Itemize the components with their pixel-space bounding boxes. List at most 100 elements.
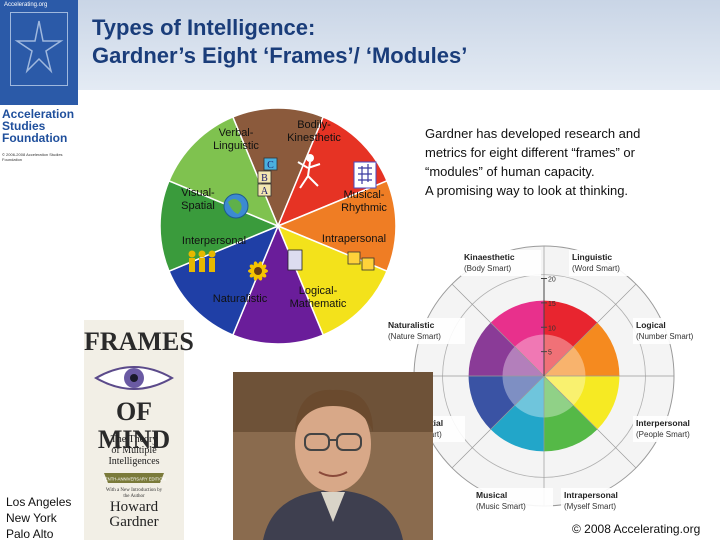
target-label-sub: (Word Smart)	[572, 264, 620, 273]
block-letter: B	[261, 173, 268, 184]
description-line: A promising way to look at thinking.	[425, 183, 629, 198]
wheel-label-line: Spatial	[181, 200, 215, 212]
target-label-name: Musical	[476, 490, 507, 500]
edition-banner: TENTH-ANNIVERSARY EDITION	[102, 473, 166, 483]
org-name: Acceleration Studies Foundation	[2, 107, 75, 145]
target-label-sub: (Music Smart)	[476, 502, 526, 511]
dancer-icon	[297, 154, 321, 189]
wheel-label-line: Mathematic	[290, 298, 347, 310]
target-wedge	[490, 300, 544, 376]
eye-icon	[94, 366, 174, 390]
target-spoke	[543, 375, 637, 469]
wheel-label-line: Bodily-	[297, 119, 331, 131]
wheel-segment-label: Bodily-Kinesthetic	[287, 119, 341, 144]
target-label-sub: (People Smart)	[636, 430, 690, 439]
wheel-label-line: Verbal-	[219, 127, 254, 139]
target-spoke	[451, 375, 545, 469]
wheel-segment	[276, 224, 388, 336]
wheel-segment	[276, 179, 397, 273]
description-line: metrics for eight different “frames” or	[425, 145, 635, 160]
wheel-segment-label: Musical-Rhythmic	[341, 189, 387, 214]
target-wedge	[490, 376, 544, 452]
target-label-bg	[461, 250, 541, 276]
intelligence-wheel: Verbal-Linguistic Bodily-KinestheticMusic…	[159, 107, 397, 345]
book-title-line: FRAMES	[84, 327, 194, 356]
description: Gardner has developed research and metri…	[425, 124, 715, 200]
target-label-bg	[569, 250, 649, 276]
target-scale-label: 15	[548, 301, 556, 308]
target-label-name: Linguistic	[572, 252, 612, 262]
wheel-segment-label: Interpersonal	[182, 235, 246, 247]
wheel-segment-label: Visual-Spatial	[181, 187, 215, 212]
target-label-sub: (Nature Smart)	[388, 332, 441, 341]
target-label-name: Logical	[636, 320, 666, 330]
target-label-bg	[385, 318, 465, 344]
block-letter: A	[261, 186, 269, 197]
wheel-label-line: Naturalistic	[213, 293, 268, 305]
org-copyright: © 2006-2008 Acceleration Studies Foundat…	[2, 152, 63, 162]
page-title: Types of Intelligence: Gardner’s Eight ‘…	[92, 15, 468, 68]
wheel-segment-label: Naturalistic	[213, 293, 268, 305]
target-scale-label: 5	[548, 350, 552, 357]
foundation-logo	[10, 12, 68, 86]
description-line: Gardner has developed research and	[425, 126, 641, 141]
target-wedge	[468, 376, 544, 430]
target-wedge	[544, 300, 598, 376]
target-label-sub: (Body Smart)	[464, 264, 511, 273]
sidebar: Accelerating.org Acceleration Studies Fo…	[0, 0, 78, 540]
wheel-label-line: Logical-	[299, 285, 338, 297]
target-label-sub: (Number Smart)	[636, 332, 694, 341]
wheel-label-line: Rhythmic	[341, 202, 387, 214]
block	[263, 157, 278, 171]
target-label-name: Naturalistic	[388, 320, 435, 330]
wheel-label-line: Musical-	[344, 189, 385, 201]
block	[257, 170, 272, 184]
wheel-segment	[159, 179, 280, 273]
site-url: Accelerating.org	[4, 2, 48, 8]
globe-land-icon	[228, 199, 242, 214]
frames-of-mind-book-cover: FRAMES OF MIND The Theory of Multiple In…	[84, 320, 194, 540]
target-label-bg	[633, 318, 713, 344]
wheel-label-line: Linguistic	[213, 140, 259, 152]
book-subtitle: The Theory of Multiple Intelligences	[108, 434, 160, 467]
target-spoke	[543, 283, 637, 377]
gardner-photo	[233, 372, 433, 540]
book-author: Howard Gardner	[109, 499, 159, 530]
book-title-line: OF MIND	[97, 397, 171, 454]
wheel-segment	[168, 224, 280, 336]
calculator-icon	[287, 249, 303, 271]
wheel-segment	[231, 107, 325, 228]
wheel-segment	[168, 116, 280, 228]
sidebar-brand-panel: Accelerating.org	[0, 0, 78, 105]
sunflower-icon	[248, 261, 268, 281]
target-wedge	[544, 376, 598, 452]
target-scale-label: 20	[548, 277, 556, 284]
target-label-bg	[473, 488, 553, 514]
target-label-bg	[633, 416, 713, 442]
target-label-name: Intrapersonal	[564, 490, 618, 500]
wheel-label-line: Kinesthetic	[287, 132, 341, 144]
abc-blocks-icon: CBA	[257, 157, 278, 197]
wheel-segment	[276, 116, 388, 228]
wheel-segment-label: Intrapersonal	[322, 233, 386, 245]
wheel-segment-label: Verbal-Linguistic	[213, 127, 259, 152]
book-edition: TENTH-ANNIVERSARY EDITION	[102, 477, 165, 482]
target-label-name: Interpersonal	[636, 418, 690, 428]
office-locations: Los Angeles New York Palo Alto	[6, 495, 72, 541]
wheel-segment	[231, 224, 325, 345]
title-bar	[78, 0, 720, 90]
wheel-label-line: Interpersonal	[182, 235, 246, 247]
footer-copyright: © 2008 Accelerating.org	[572, 522, 701, 536]
star-logo-icon	[14, 20, 64, 74]
target-label-bg	[561, 488, 641, 514]
target-wedge	[544, 376, 620, 430]
target-spoke	[451, 283, 545, 377]
block	[257, 183, 272, 197]
wheel-label-line: Visual-	[181, 187, 215, 199]
target-scale-label: 10	[548, 325, 556, 332]
wheel-segment-label: Logical-Mathematic	[290, 285, 347, 310]
people-icon	[188, 250, 216, 272]
description-line: “modules” of human capacity.	[425, 164, 595, 179]
thinking-figures-icon	[347, 251, 375, 271]
target-wedge	[544, 322, 620, 376]
